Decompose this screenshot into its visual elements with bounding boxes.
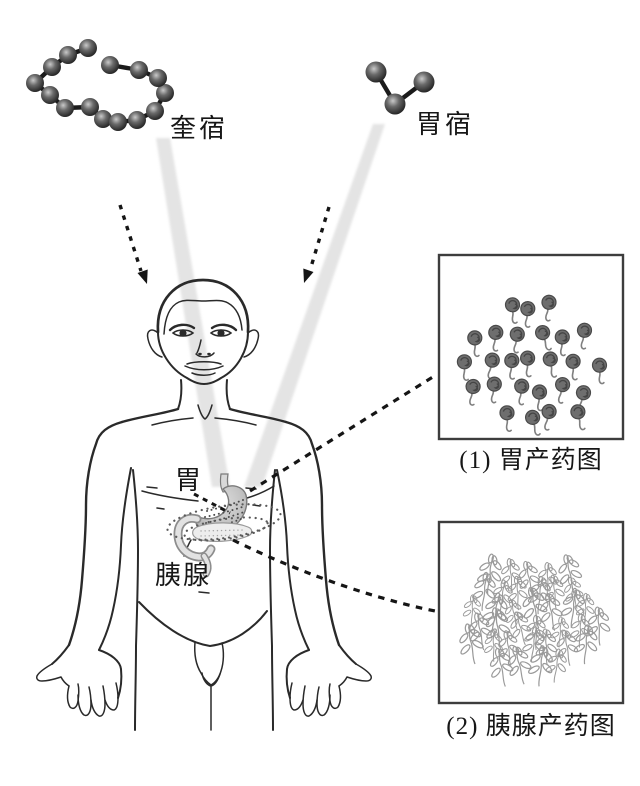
panel1-frame (437, 253, 625, 441)
left-hand (36, 644, 123, 717)
human-figure (36, 278, 372, 731)
panel1-number: (1) (459, 447, 492, 474)
nose (195, 339, 215, 358)
stomach-label: 胃 (175, 466, 204, 495)
arrow-kui-to-body (118, 204, 148, 284)
left-eyebrow (168, 323, 196, 332)
left-ear (146, 329, 163, 358)
constellation-wei (365, 61, 435, 115)
panel2-number: (2) (446, 713, 479, 740)
panel2-frame (437, 520, 625, 705)
pointer-stomach-label (193, 492, 231, 515)
right-eye (209, 329, 233, 337)
connector-pancreas-to-panel2 (232, 538, 436, 613)
constellation-kui (26, 39, 174, 131)
dotted-aura (166, 503, 282, 542)
beam-from-wei (244, 124, 385, 487)
arrow-wei-to-body (303, 206, 331, 283)
wei-constellation-label: 胃宿 (416, 110, 475, 139)
beam-from-kui (156, 138, 230, 487)
right-eyebrow (210, 323, 238, 332)
connector-stomach-to-panel1 (249, 373, 437, 493)
right-ear (243, 329, 260, 358)
arrowhead-icon (303, 268, 314, 283)
panel2-caption-text: 胰腺产药图 (485, 713, 616, 740)
kui-constellation-label: 奎宿 (170, 114, 229, 143)
panel1-caption-text: 胃产药图 (498, 447, 603, 474)
mouth (184, 361, 224, 376)
panel2-caption: (2) 胰腺产药图 (426, 706, 636, 742)
light-beams (156, 124, 385, 487)
arrowhead-icon (137, 269, 148, 284)
right-hand (285, 644, 372, 717)
left-eye (171, 329, 195, 337)
duodenum-organ (173, 513, 216, 578)
pancreas-label: 胰腺 (155, 561, 212, 590)
panel1-caption: (1) 胃产药图 (431, 440, 631, 476)
